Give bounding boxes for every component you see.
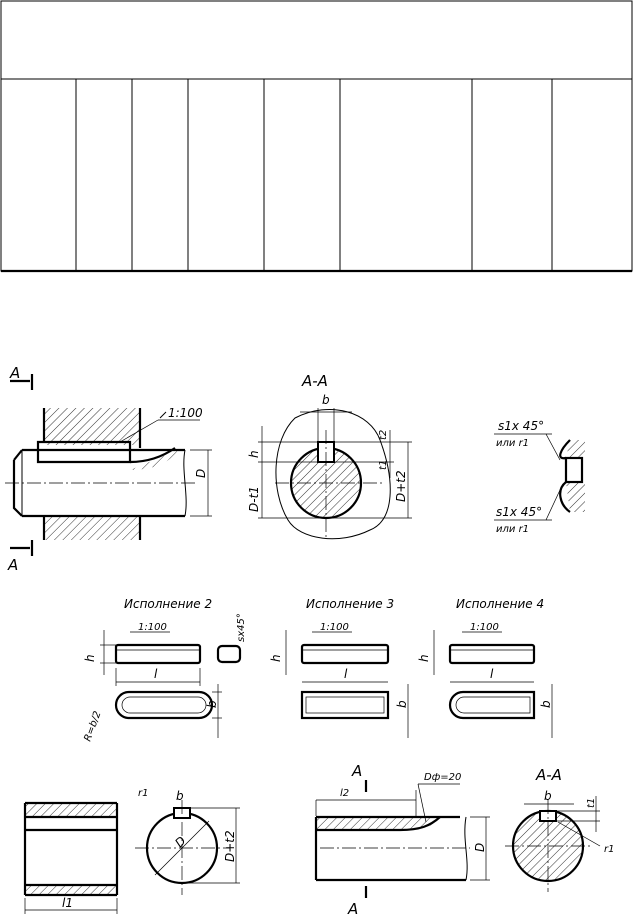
hub-section-bottom xyxy=(44,515,140,540)
variant-3-key-side xyxy=(300,643,390,665)
chamfer-bottom-label: s1x 45° xyxy=(496,505,542,519)
variant-4-dim-l: l xyxy=(490,667,494,681)
table-frame xyxy=(0,0,633,272)
chamfer-top-label: s1x 45° xyxy=(498,419,544,433)
hub-key-assembly: A A 1:100 D xyxy=(5,364,212,574)
variant-4-key-side xyxy=(448,643,536,665)
chamfer-top-alt: или r1 xyxy=(496,438,529,449)
variant-2-dim-b: b xyxy=(205,700,219,708)
variant-3-dim-h: h xyxy=(269,654,283,662)
cutter-label: Dф=20 xyxy=(424,772,461,783)
variant-4-taper: 1:100 xyxy=(470,622,499,633)
variant-4-dim-b: b xyxy=(539,700,553,708)
variant-4-title: Исполнение 4 xyxy=(456,597,544,611)
taper-label-main: 1:100 xyxy=(168,406,203,420)
dim-h-label: h xyxy=(247,450,261,458)
hub-section-top xyxy=(44,408,140,445)
dim-D-t2-bottom: D+t2 xyxy=(223,830,237,862)
variant-4: Исполнение 4 1:100 h l b xyxy=(417,597,553,738)
variant-2-dim-h: h xyxy=(83,654,97,662)
chamfer-bottom-alt: или r1 xyxy=(496,524,529,535)
dim-t2-label: t2 xyxy=(378,430,389,440)
section-mark-shaft: A xyxy=(351,762,362,780)
dim-b-label: b xyxy=(322,393,330,407)
dim-t1-section: t1 xyxy=(586,798,597,808)
shaft-section-aa: A-A b t1 r1 xyxy=(505,766,614,892)
dim-D-diag xyxy=(154,820,210,876)
hub-section-bottom: l1 xyxy=(23,801,119,914)
variant-3-key-plan xyxy=(300,690,390,720)
variant-2-key-plan xyxy=(114,690,214,720)
dim-l2-label: l2 xyxy=(340,788,349,799)
chamfer-key xyxy=(564,456,584,484)
dim-b-section: b xyxy=(544,789,552,803)
dim-D-t1-label: D-t1 xyxy=(247,486,261,512)
chamfer-detail: s1x 45° или r1 s1x 45° или r1 xyxy=(494,419,585,535)
shaft-keyway-view: A A Dф=20 l2 D xyxy=(314,762,490,916)
variant-2-key-side xyxy=(114,643,202,665)
section-aa: A-A b h D-t1 t1 t2 D+t2 xyxy=(247,372,412,540)
dim-r1-section: r1 xyxy=(604,844,614,855)
dim-D-t2-label: D+t2 xyxy=(394,470,408,502)
variant-2-taper: 1:100 xyxy=(138,622,167,633)
variant-3-dim-b: b xyxy=(395,700,409,708)
dim-D-shaft: D xyxy=(473,843,487,852)
variant-2-dim-l: l xyxy=(154,667,158,681)
dim-l1-label: l1 xyxy=(62,896,73,910)
spec-table xyxy=(0,0,633,273)
hub-outline xyxy=(275,409,391,540)
variant-2-title: Исполнение 2 xyxy=(124,597,212,611)
variant-2-chamfer: sx45° xyxy=(236,613,247,642)
variant-3-taper: 1:100 xyxy=(320,622,349,633)
section-mark-shaft-bottom: A xyxy=(347,900,358,916)
section-title-1: A-A xyxy=(301,372,328,390)
variant-3-title: Исполнение 3 xyxy=(306,597,394,611)
section-mark-bottom: A xyxy=(7,556,18,574)
dim-b-label-bottom: b xyxy=(176,789,184,803)
variant-2: Исполнение 2 1:100 h l sx45° b R=b/2 xyxy=(82,597,247,743)
section-mark-top: A xyxy=(9,364,20,382)
dim-D-label: D xyxy=(194,469,208,478)
variant-3: Исполнение 3 1:100 h l b xyxy=(269,597,409,738)
shaft-chamfer xyxy=(12,449,23,517)
dim-r1-label: r1 xyxy=(138,788,148,799)
section-title-2: A-A xyxy=(535,766,562,784)
variant-4-key-plan xyxy=(448,690,536,720)
variant-2-radius: R=b/2 xyxy=(82,710,103,743)
variant-2-key-end xyxy=(216,644,242,664)
variant-4-dim-h: h xyxy=(417,654,431,662)
hub-end-view: D r1 b D+t2 xyxy=(135,788,240,895)
dim-t1-label: t1 xyxy=(378,460,389,470)
variant-3-dim-l: l xyxy=(344,667,348,681)
